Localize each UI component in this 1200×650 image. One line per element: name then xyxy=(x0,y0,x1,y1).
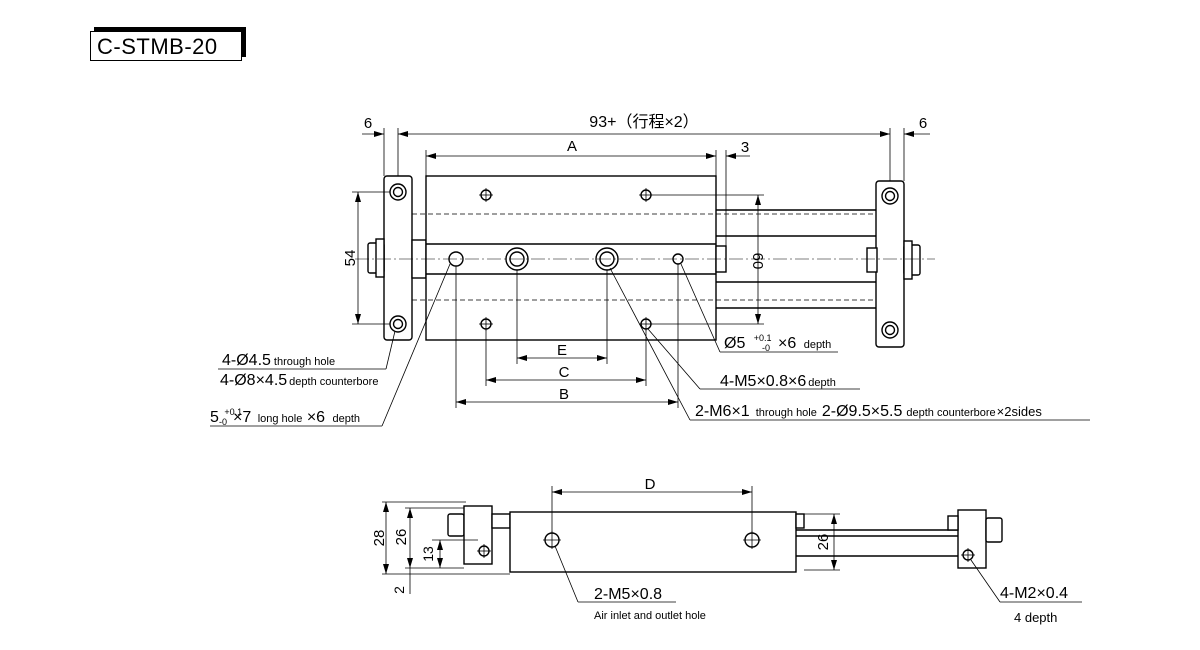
m5-hole-2 xyxy=(639,188,653,202)
dim-60: 60 xyxy=(749,253,766,270)
dim-c: C xyxy=(559,364,570,381)
note-m2-small: 4 depth xyxy=(1014,610,1057,625)
dim-d: D xyxy=(645,476,656,493)
dim-left-flange: 6 xyxy=(364,115,372,132)
top-view: 93+（行程×2） 6 6 A 3 54 60 E C xyxy=(210,113,1090,429)
dim-28: 28 xyxy=(371,530,388,547)
dim-54: 54 xyxy=(342,250,359,267)
dim-e: E xyxy=(557,342,567,359)
side-cylinder-body xyxy=(509,511,797,573)
dim-3: 3 xyxy=(741,139,749,156)
side-right-screw xyxy=(961,548,975,562)
side-left-screw xyxy=(477,544,491,558)
model-title: C-STMB-20 xyxy=(97,34,218,59)
cylinder-body xyxy=(425,175,717,341)
note-air-port-small: Air inlet and outlet hole xyxy=(594,610,706,622)
dim-2: 2 xyxy=(391,586,407,594)
dim-overall-length: 93+（行程×2） xyxy=(589,113,698,131)
note-pin-hole: Ø5 +0.1 -0 ×6 depth xyxy=(724,328,831,355)
model-title-box: C-STMB-20 xyxy=(90,31,242,61)
right-plate-hole-bottom xyxy=(881,321,899,339)
dim-b: B xyxy=(559,386,569,403)
dim-26-left: 26 xyxy=(393,529,410,546)
note-m2-main: 4-M2×0.4 xyxy=(1000,585,1068,602)
right-plate-hole-top xyxy=(881,187,899,205)
note-long-hole: 5 +0.1 -0 ×7 long hole ×6 depth xyxy=(210,402,360,429)
dim-a: A xyxy=(567,138,577,155)
side-view: D 28 26 13 2 26 2-M5×0.8 Air inlet and o… xyxy=(371,476,1082,625)
dim-26-right: 26 xyxy=(815,534,832,551)
note-air-port-main: 2-M5×0.8 xyxy=(594,586,662,603)
side-right-end-block xyxy=(957,509,987,569)
dim-right-flange: 6 xyxy=(919,115,927,132)
m5-hole-1 xyxy=(479,188,493,202)
side-left-end-block xyxy=(463,505,493,565)
m5-hole-3 xyxy=(479,317,493,331)
m5-hole-4 xyxy=(639,317,653,331)
dim-13: 13 xyxy=(420,546,436,562)
